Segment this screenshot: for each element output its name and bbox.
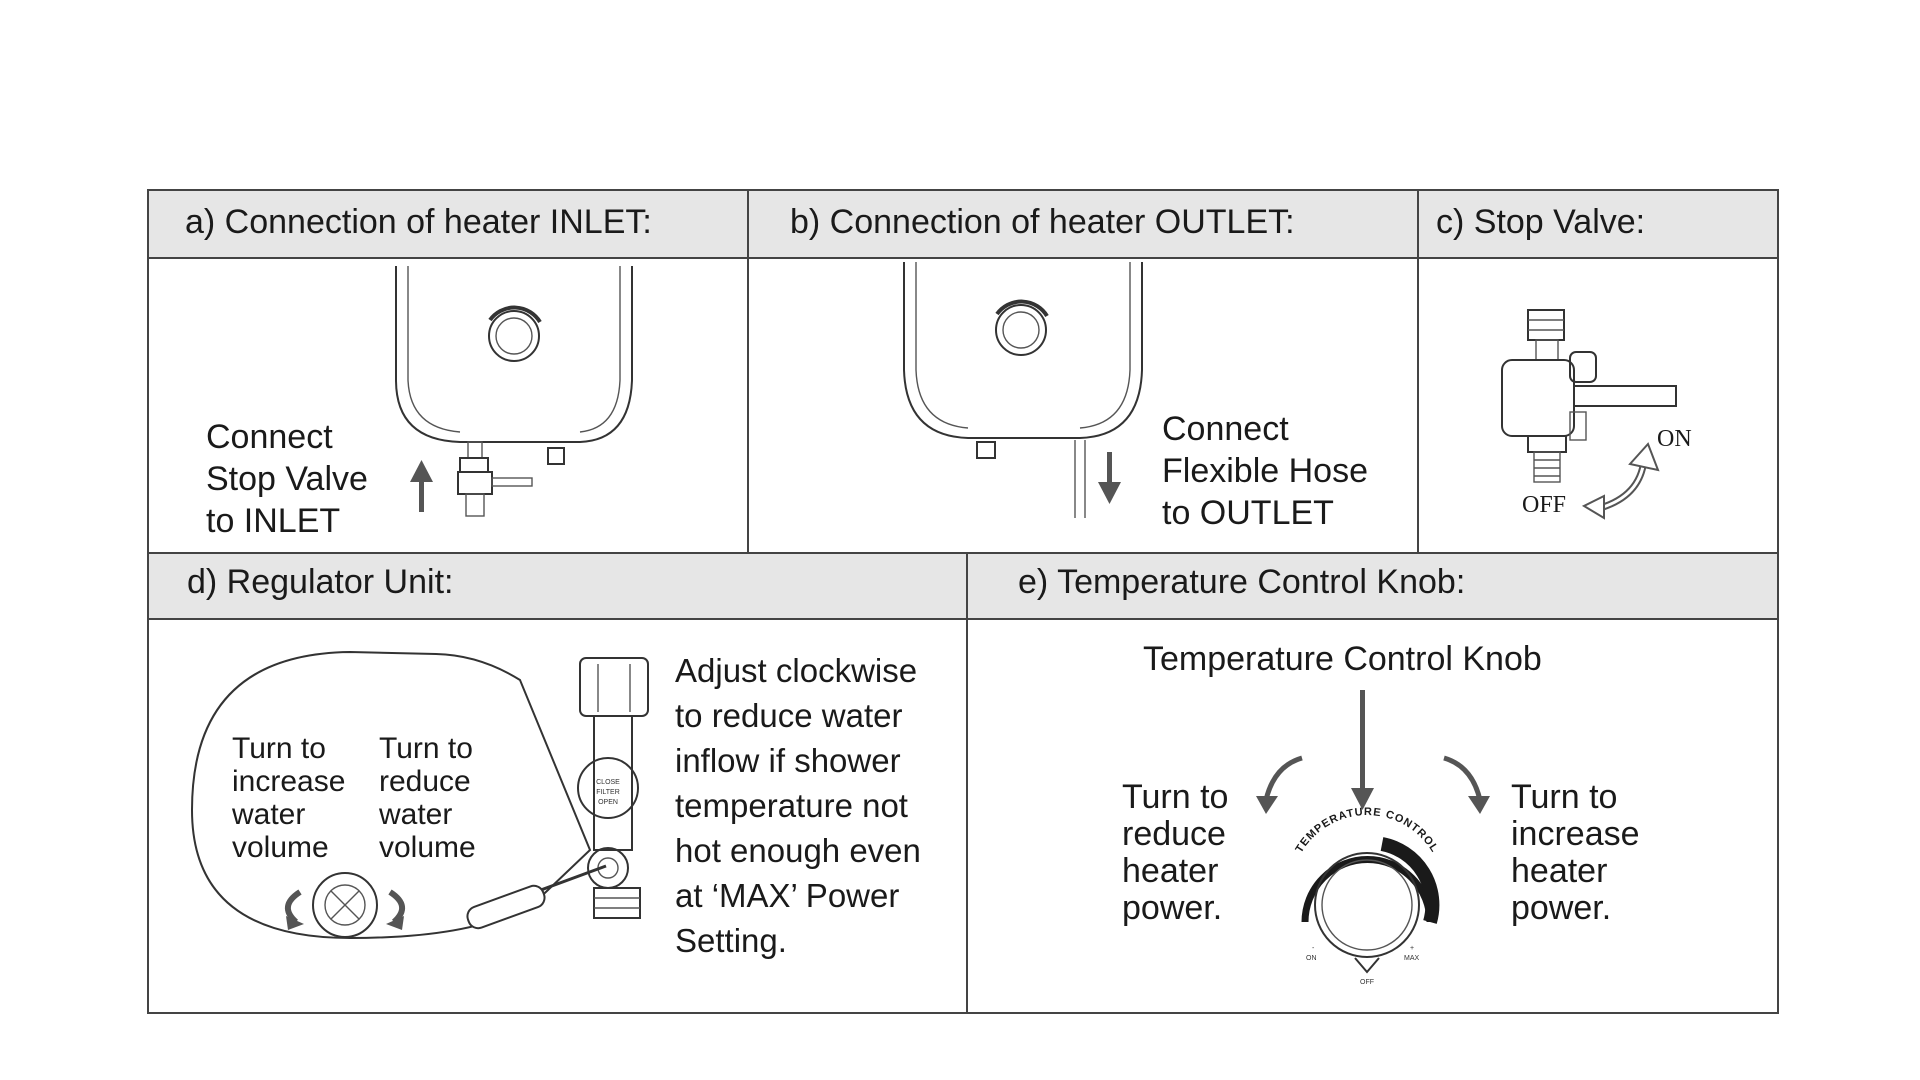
regulator-instructions: Adjust clockwise to reduce water inflow … <box>675 652 930 959</box>
regulator-left-line: volume <box>232 831 329 864</box>
screwdriver-icon <box>466 864 607 930</box>
heater-illustration-inlet <box>395 266 633 517</box>
regulator-instruction-line: to reduce water <box>675 697 902 734</box>
dial-plus-label: + <box>1410 945 1414 952</box>
knob-left-line: heater <box>1122 852 1218 890</box>
panel-a-label-line: Stop Valve <box>206 460 368 498</box>
knob-left-label: Turn to reduce heater power. <box>1122 778 1238 927</box>
valve-off-label: OFF <box>1522 492 1566 518</box>
panel-b-label: Connect Flexible Hose to OUTLET <box>1162 410 1377 532</box>
knob-right-line: increase <box>1511 815 1640 853</box>
regulator-instruction-line: inflow if shower <box>675 742 901 779</box>
panel-d-title: d) Regulator Unit: <box>187 563 453 601</box>
regulator-right-line: reduce <box>379 765 471 798</box>
stop-valve-illustration <box>1501 309 1677 520</box>
regulator-illustration <box>190 650 649 940</box>
ccw-arrow-icon <box>285 889 304 930</box>
knob-icon <box>1314 852 1420 958</box>
valve-on-label: ON <box>1657 426 1692 452</box>
dial-minus-label: - <box>1312 945 1315 952</box>
regulator-left-label: Turn to increase water volume <box>231 732 354 864</box>
regulator-wheel-icon <box>312 872 378 938</box>
regulator-instruction-line: temperature not <box>675 787 908 824</box>
dial-arc-label: TEMPERATURE CONTROL <box>1293 806 1440 855</box>
knob-left-line: reduce <box>1122 815 1226 853</box>
outer-border <box>147 189 1779 1014</box>
panel-a-label: Connect Stop Valve to INLET <box>206 418 377 540</box>
knob-right-line: heater <box>1511 852 1607 890</box>
knob-left-line: power. <box>1122 889 1222 927</box>
panel-b-label-line: Flexible Hose <box>1162 452 1368 490</box>
regulator-right-line: volume <box>379 831 476 864</box>
heater-illustration-outlet <box>903 262 1143 518</box>
dial-off-label: OFF <box>1360 979 1374 986</box>
panel-a-label-line: Connect <box>206 418 333 456</box>
regulator-right-line: Turn to <box>379 732 473 765</box>
knob-right-line: power. <box>1511 889 1611 927</box>
temperature-dial-icon <box>488 310 540 362</box>
table-frame <box>147 189 1779 1014</box>
regulator-instruction-line: hot enough even <box>675 832 921 869</box>
regulator-left-line: increase <box>232 765 345 798</box>
top-header-band <box>148 190 1778 258</box>
bottom-header-band <box>148 553 1778 619</box>
regulator-instruction-line: Setting. <box>675 922 787 959</box>
panel-a-title: a) Connection of heater INLET: <box>185 203 652 241</box>
valve-open-label: OPEN <box>598 799 618 806</box>
valve-close-label: CLOSE <box>596 779 620 786</box>
dial-max-label: MAX <box>1404 955 1420 962</box>
valve-filter-label: FILTER <box>596 789 620 796</box>
panel-a-label-line: to INLET <box>206 502 340 540</box>
regulator-left-line: Turn to <box>232 732 326 765</box>
temperature-dial-icon <box>995 304 1047 356</box>
regulator-right-line: water <box>378 798 452 831</box>
dial-on-label: ON <box>1306 955 1317 962</box>
cw-arrow-icon <box>386 889 405 930</box>
regulator-instruction-line: at ‘MAX’ Power <box>675 877 899 914</box>
temperature-control-dial: TEMPERATURE CONTROL <box>1293 806 1440 974</box>
knob-right-label: Turn to increase heater power. <box>1511 778 1649 927</box>
panel-c-title: c) Stop Valve: <box>1436 203 1645 241</box>
arrow-up-icon <box>410 460 433 512</box>
panel-e-title: e) Temperature Control Knob: <box>1018 563 1465 601</box>
regulator-left-line: water <box>231 798 305 831</box>
valve-handle <box>1573 385 1677 407</box>
regulator-instruction-line: Adjust clockwise <box>675 652 917 689</box>
knob-pointer-arrow-icon <box>1351 690 1374 810</box>
knob-right-line: Turn to <box>1511 778 1617 816</box>
dial-arc-text: TEMPERATURE CONTROL <box>1293 806 1439 855</box>
filter-valve-icon <box>577 757 639 819</box>
panel-b-title: b) Connection of heater OUTLET: <box>790 203 1295 241</box>
magnified-callout <box>190 650 592 940</box>
knob-heading: Temperature Control Knob <box>1143 640 1542 678</box>
regulator-right-label: Turn to reduce water volume <box>378 732 481 864</box>
rotate-arrow-icon <box>1581 442 1660 520</box>
panel-b-label-line: to OUTLET <box>1162 494 1334 532</box>
panel-b-label-line: Connect <box>1162 410 1289 448</box>
turn-left-arrow-icon <box>1256 755 1303 814</box>
stop-valve-icon <box>457 471 493 495</box>
knob-left-line: Turn to <box>1122 778 1228 816</box>
arrow-down-icon <box>1098 452 1121 504</box>
turn-right-arrow-icon <box>1443 755 1490 814</box>
